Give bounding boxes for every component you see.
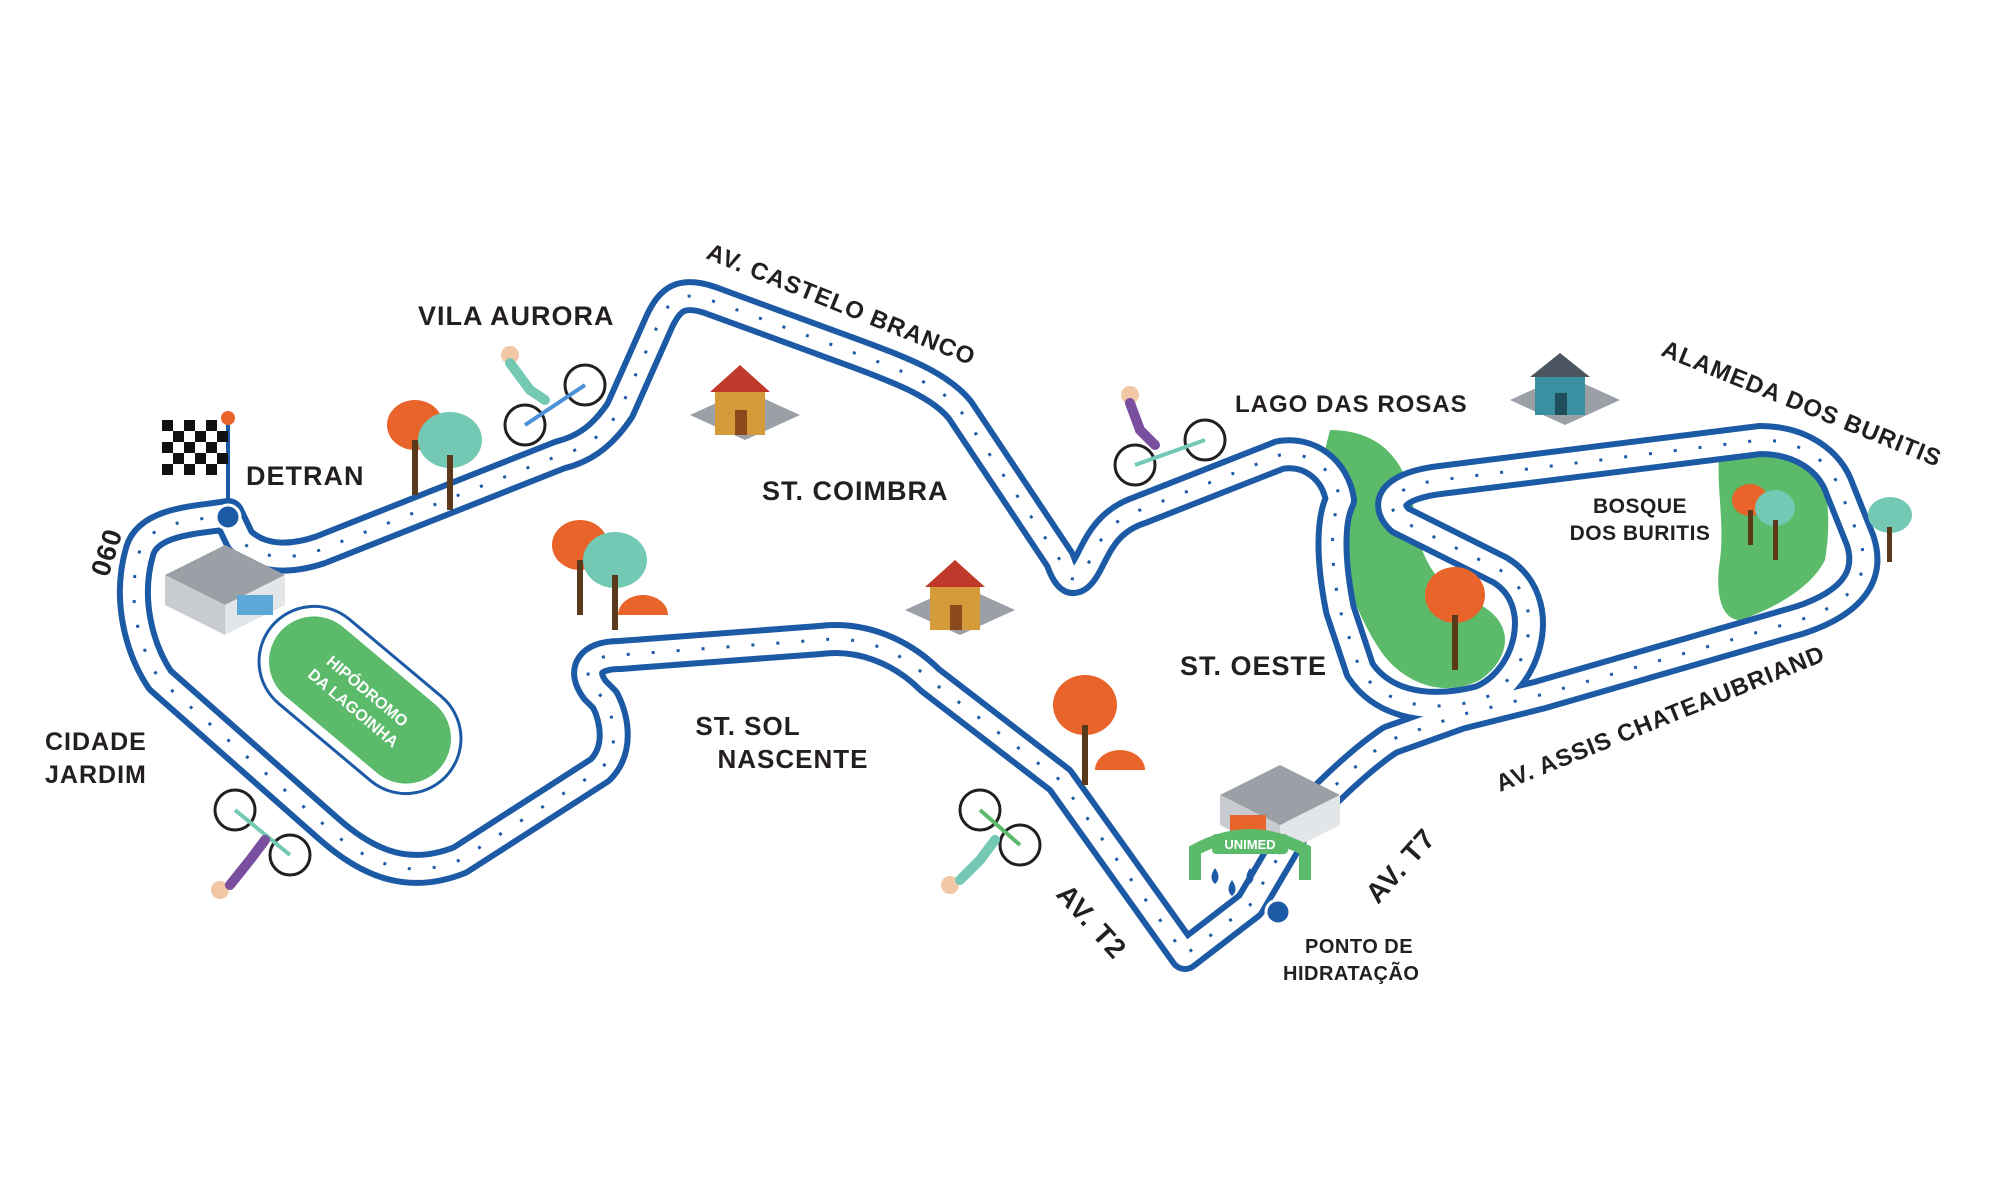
label-cidade-jardim-2: JARDIM	[45, 761, 147, 789]
hydration-point-marker	[1264, 898, 1292, 926]
hipodromo-da-lagoinha: HIPÓDROMO DA LAGOINHA	[257, 604, 463, 796]
tree-icon	[1425, 567, 1485, 670]
label-ponto-de-1: PONTO DE	[1305, 936, 1413, 958]
label-bosque-1: BOSQUE	[1593, 495, 1687, 518]
house-icon	[1510, 353, 1620, 425]
lago-das-rosas-park	[1320, 430, 1505, 689]
cyclist-icon	[501, 346, 607, 447]
label-st-sol-nascente-2: NASCENTE	[717, 744, 868, 774]
water-drop-icon	[1211, 868, 1254, 896]
start-point-marker	[214, 503, 242, 531]
race-route	[116, 279, 1881, 972]
label-ponto-de-2: HIDRATAÇÃO	[1283, 962, 1419, 985]
tree-icon	[387, 400, 482, 510]
building-icon	[165, 545, 285, 635]
label-cidade-jardim-1: CIDADE	[45, 728, 147, 756]
cyclist-icon	[941, 788, 1042, 894]
checkered-flag-icon	[162, 411, 235, 510]
tree-icon	[1732, 484, 1795, 560]
label-vila-aurora: VILA AURORA	[418, 301, 615, 331]
house-icon	[690, 365, 800, 440]
cyclist-icon	[1113, 386, 1227, 487]
label-st-sol-nascente-1: ST. SOL	[695, 711, 800, 741]
tree-icon	[552, 520, 668, 630]
label-detran: DETRAN	[246, 461, 365, 491]
cyclist-icon	[211, 788, 312, 899]
unimed-hydration-arch: UNIMED	[1189, 829, 1311, 880]
unimed-label: UNIMED	[1224, 837, 1275, 852]
label-av-t7: AV. T7	[1359, 823, 1441, 909]
label-st-oeste: ST. OESTE	[1180, 651, 1327, 681]
tree-icon	[1053, 675, 1145, 785]
label-st-coimbra: ST. COIMBRA	[762, 476, 949, 506]
tree-icon	[1868, 497, 1912, 562]
label-bosque-2: DOS BURITIS	[1570, 522, 1711, 545]
label-lago-das-rosas: LAGO DAS ROSAS	[1235, 391, 1468, 418]
house-icon	[905, 560, 1015, 635]
